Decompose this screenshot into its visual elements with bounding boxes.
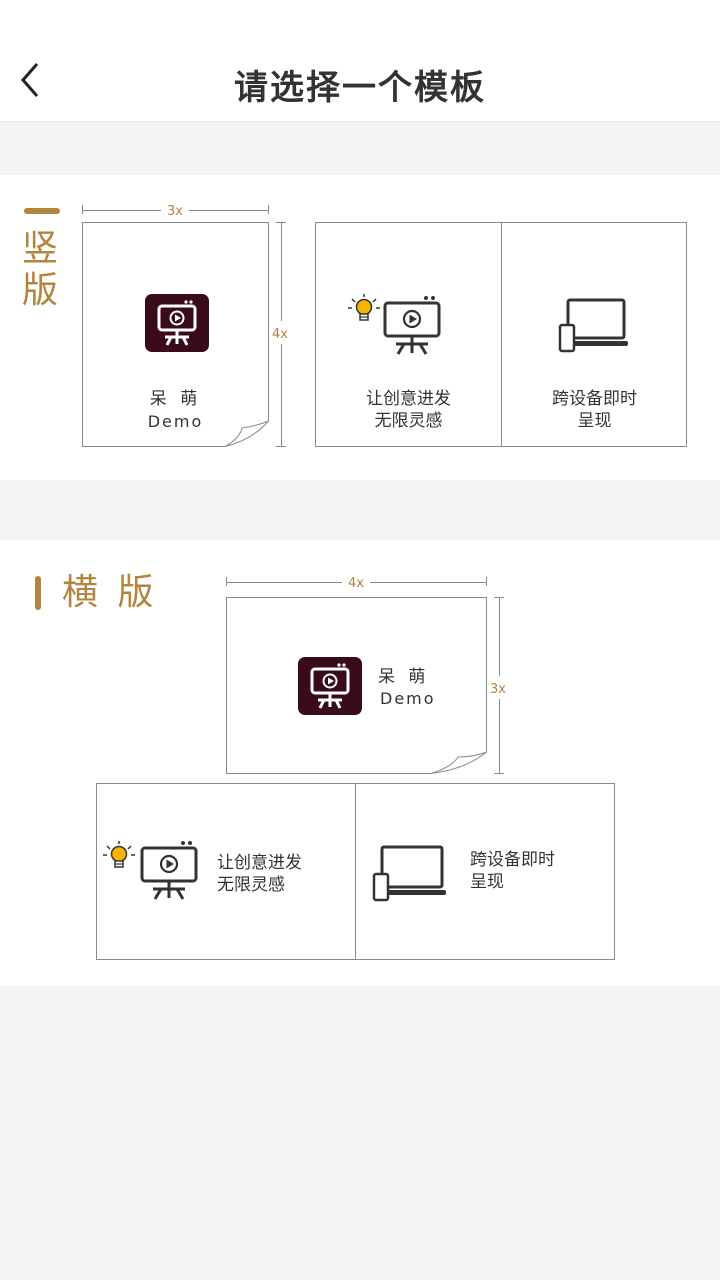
option-line2: 无限灵感 [217, 875, 285, 895]
sample-name: 呆 萌 [149, 389, 202, 409]
height-label: 3x [488, 682, 508, 697]
portrait-option-cross-device[interactable]: 跨设备即时 呈现 [502, 223, 687, 446]
dim-tick [268, 205, 269, 214]
header: 请选择一个模板 [0, 0, 720, 122]
dim-tick [486, 577, 487, 586]
option-line2: 呈现 [577, 411, 612, 431]
portrait-title-1: 竖 [22, 228, 59, 269]
portrait-title-2: 版 [22, 270, 59, 311]
width-label-wrap: 3x [82, 202, 268, 220]
divider [501, 223, 502, 446]
landscape-title: 横 版 [62, 572, 158, 613]
portrait-options-box: 让创意进发 无限灵感 跨设备即时 呈现 [315, 222, 687, 447]
portrait-sample-card[interactable]: 呆 萌 Demo [82, 222, 269, 447]
option-line1: 让创意进发 [217, 853, 302, 873]
tv-play-icon [383, 296, 441, 355]
laptop-phone-icon [558, 298, 628, 353]
laptop-phone-icon [372, 845, 446, 902]
height-label-wrap: 3x [488, 676, 508, 699]
dim-tick [276, 446, 286, 447]
app-icon [145, 294, 209, 352]
sample-subtitle: Demo [147, 412, 204, 431]
height-label-wrap: 4x [270, 321, 290, 344]
option-line1: 跨设备即时 [470, 850, 555, 870]
tv-play-icon [310, 663, 350, 709]
divider [355, 784, 356, 959]
accent-bar [35, 576, 41, 610]
portrait-option-inspiration[interactable]: 让创意进发 无限灵感 [316, 223, 501, 446]
sample-name: 呆 萌 [378, 667, 430, 687]
option-line1: 让创意进发 [366, 389, 451, 409]
option-line2: 无限灵感 [374, 411, 443, 431]
tv-play-icon [157, 300, 197, 346]
dim-tick [494, 773, 504, 774]
landscape-sample-card[interactable]: 呆 萌 Demo [226, 597, 487, 774]
width-label-wrap: 4x [226, 574, 486, 592]
app-icon [298, 657, 362, 715]
sample-subtitle: Demo [380, 689, 436, 708]
tv-play-icon [140, 841, 198, 900]
lightbulb-icon [103, 841, 135, 868]
width-label: 4x [342, 576, 370, 591]
option-line1: 跨设备即时 [552, 389, 637, 409]
dim-tick [82, 205, 83, 214]
back-button[interactable] [10, 58, 50, 102]
option-line2: 呈现 [470, 872, 504, 892]
height-label: 4x [270, 327, 290, 342]
landscape-option-cross-device[interactable]: 跨设备即时 呈现 [356, 784, 614, 959]
page-title: 请选择一个模板 [234, 68, 486, 108]
portrait-section: 竖 版 3x 4x 呆 萌 Dem [0, 175, 720, 480]
lightbulb-icon [348, 294, 380, 321]
accent-bar [24, 208, 60, 214]
dim-tick [226, 577, 227, 586]
width-label: 3x [161, 204, 189, 219]
landscape-option-inspiration[interactable]: 让创意进发 无限灵感 [97, 784, 355, 959]
landscape-options-box: 让创意进发 无限灵感 跨设备即时 呈现 [96, 783, 615, 960]
landscape-section: 横 版 4x 3x 呆 萌 Demo [0, 540, 720, 986]
chevron-left-icon [21, 63, 39, 97]
